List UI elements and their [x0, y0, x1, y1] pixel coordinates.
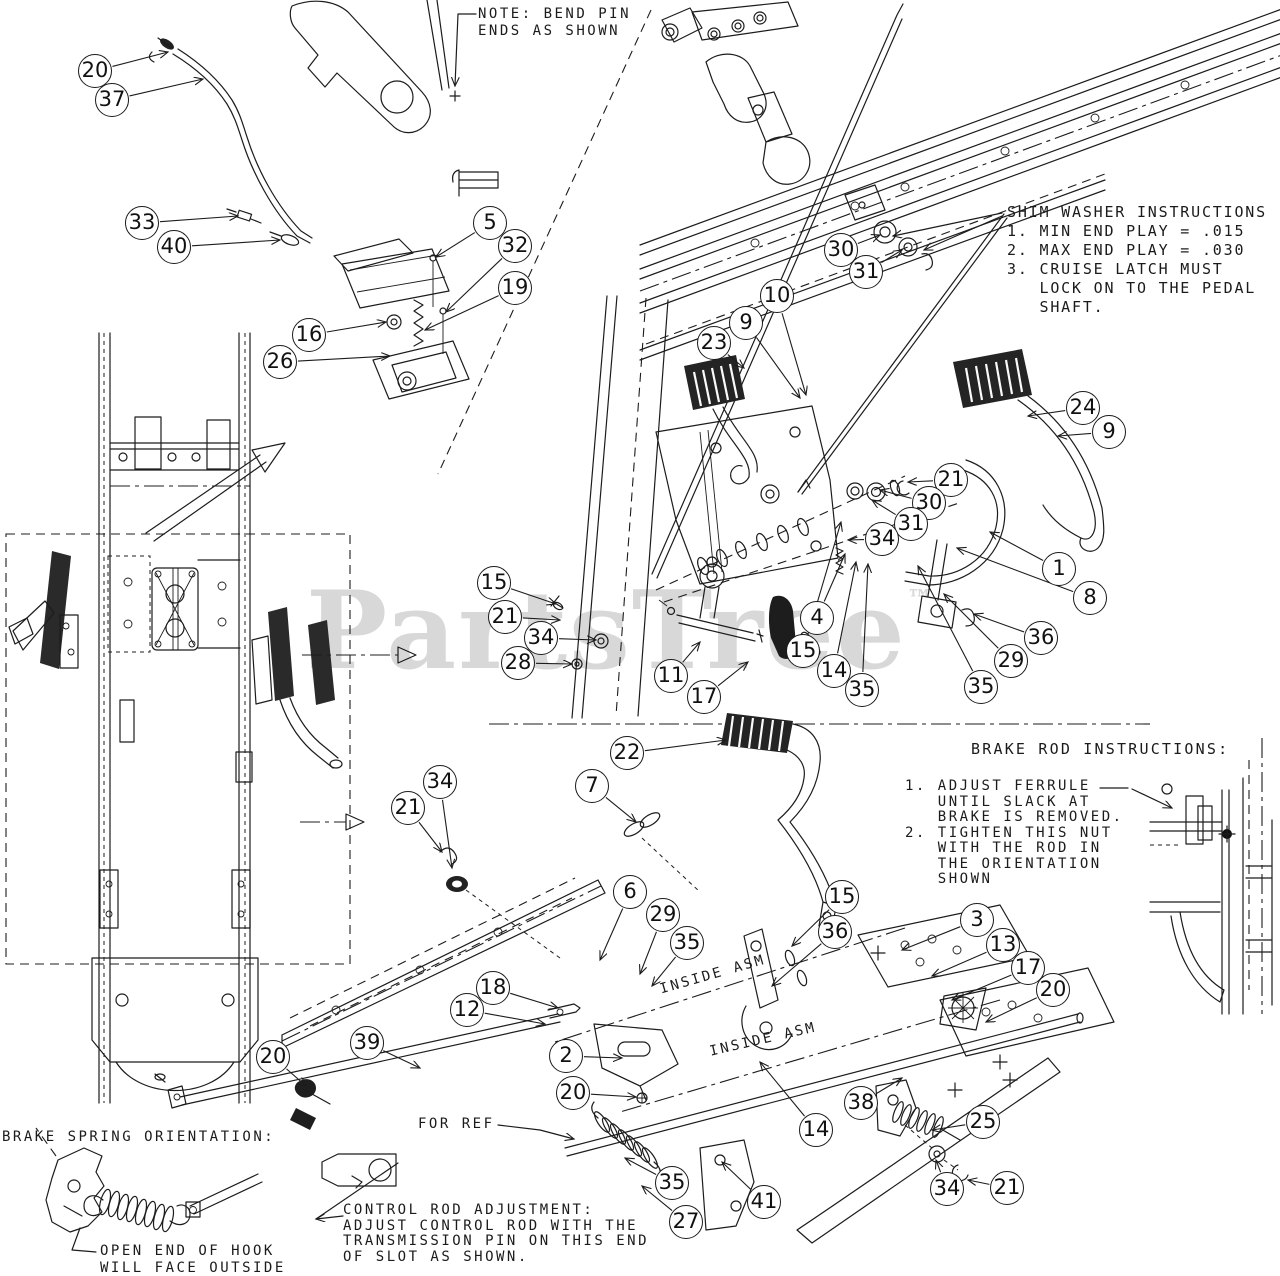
part-callout-17: 17: [687, 680, 721, 714]
part-callout-27: 27: [669, 1205, 703, 1239]
annotation-for-ref: FOR REF: [418, 1116, 495, 1132]
part-callout-35: 35: [655, 1166, 689, 1200]
part-callout-34: 34: [930, 1172, 964, 1206]
part-callout-25: 25: [966, 1105, 1000, 1139]
bend-pin-hook: [289, 0, 652, 475]
part-callout-21: 21: [990, 1171, 1024, 1205]
annotation-brake-rod-title: BRAKE ROD INSTRUCTIONS:: [971, 740, 1230, 758]
part-callout-26: 26: [263, 345, 297, 379]
annotation-brake-rod-body: 1. ADJUST FERRULE UNTIL SLACK AT BRAKE I…: [905, 778, 1124, 887]
part-callout-19: 19: [498, 271, 532, 305]
cruise-latch-assembly: [333, 238, 470, 400]
part-callout-20: 20: [78, 54, 112, 88]
part-callout-20: 20: [256, 1040, 290, 1074]
part-callout-36: 36: [818, 915, 852, 949]
part-callout-31: 31: [849, 255, 883, 289]
part-callout-35: 35: [964, 670, 998, 704]
part-callout-16: 16: [292, 318, 326, 352]
part-callout-34: 34: [524, 621, 558, 655]
part-callout-35: 35: [670, 926, 704, 960]
part-callout-35: 35: [845, 673, 879, 707]
part-callout-31: 31: [894, 507, 928, 541]
part-callout-21: 21: [488, 600, 522, 634]
part-callout-20: 20: [556, 1076, 590, 1110]
part-callout-37: 37: [95, 83, 129, 117]
frame-left: [5, 332, 417, 1104]
part-callout-4: 4: [800, 601, 834, 635]
part-callout-10: 10: [760, 279, 794, 313]
part-callout-14: 14: [817, 654, 851, 688]
annotation-control-rod-note: CONTROL ROD ADJUSTMENT: ADJUST CONTROL R…: [343, 1202, 650, 1265]
part-callout-1: 1: [1042, 552, 1076, 586]
brake-rod-detail: [1099, 738, 1273, 1015]
part-callout-39: 39: [350, 1026, 384, 1060]
part-callout-40: 40: [157, 230, 191, 264]
part-callout-6: 6: [613, 875, 647, 909]
part-callout-7: 7: [575, 769, 609, 803]
part-callout-29: 29: [994, 644, 1028, 678]
part-callout-33: 33: [125, 206, 159, 240]
part-callout-11: 11: [654, 659, 688, 693]
brake-spring-detail: [35, 1127, 263, 1253]
part-callout-8: 8: [1073, 581, 1107, 615]
part-callout-29: 29: [646, 898, 680, 932]
part-callout-41: 41: [747, 1185, 781, 1219]
part-callout-36: 36: [1024, 621, 1058, 655]
part-callout-20: 20: [1036, 973, 1070, 1007]
part-callout-34: 34: [865, 522, 899, 556]
part-callout-2: 2: [549, 1039, 583, 1073]
part-callout-30: 30: [824, 233, 858, 267]
part-callout-18: 18: [476, 971, 510, 1005]
part-callout-38: 38: [844, 1086, 878, 1120]
part-callout-12: 12: [450, 993, 484, 1027]
part-callout-23: 23: [697, 326, 731, 360]
part-callout-32: 32: [498, 229, 532, 263]
part-callout-21: 21: [391, 791, 425, 825]
lower-rail-and-control-rod: [154, 877, 606, 1130]
annotation-brake-spring-title: BRAKE SPRING ORIENTATION:: [2, 1129, 276, 1145]
part-callout-15: 15: [786, 634, 820, 668]
part-callout-3: 3: [960, 903, 994, 937]
part-callout-24: 24: [1066, 391, 1100, 425]
part-callout-22: 22: [610, 736, 644, 770]
part-callout-9: 9: [729, 306, 763, 340]
annotation-open-end-note: OPEN END OF HOOK WILL FACE OUTSIDE: [100, 1243, 286, 1276]
part-callout-34: 34: [423, 765, 457, 799]
annotation-shim-washer-instructions: SHIM WASHER INSTRUCTIONS 1. MIN END PLAY…: [1007, 203, 1267, 316]
annotation-note-bend-pin: NOTE: BEND PIN ENDS AS SHOWN: [478, 6, 632, 39]
part-callout-28: 28: [501, 646, 535, 680]
part-callout-15: 15: [477, 566, 511, 600]
part-callout-9: 9: [1092, 415, 1126, 449]
part-callout-14: 14: [799, 1113, 833, 1147]
part-callout-15: 15: [825, 880, 859, 914]
